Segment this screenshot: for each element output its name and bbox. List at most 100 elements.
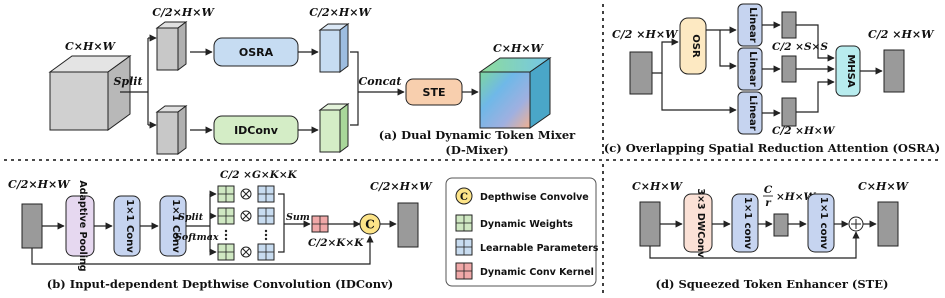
idconv-label: IDConv (234, 124, 279, 137)
multiply-cross (242, 212, 250, 220)
osr-label: OSR (690, 34, 701, 58)
sum-label: Sum (286, 212, 310, 223)
concat-bracket (350, 51, 359, 126)
arrow-to-osr (652, 38, 679, 74)
idconv-output-shape-label: C/2×H×W (370, 180, 433, 193)
learnable-param-grid (257, 185, 275, 203)
ellipsis-dots (224, 229, 268, 241)
dynamic-weight-grid (217, 185, 235, 203)
arrow-to-linear-q (661, 73, 737, 114)
legend-dynamic-weights-swatch (455, 214, 473, 232)
weights-row-2 (217, 207, 275, 225)
osra-output-shape-label: C/2 ×H×W (868, 28, 935, 41)
ste-label: STE (423, 86, 446, 99)
arrow-k-to-mhsa (796, 24, 835, 62)
learnable-param-grid (257, 207, 275, 225)
linear-q-label: Linear (747, 95, 758, 130)
weights-row-1 (217, 185, 275, 203)
input-shape-label: C×H×W (65, 40, 117, 53)
linear-k-label: Linear (747, 7, 758, 42)
ste-conv2-box (807, 193, 835, 253)
kernel-shape-label: C/2×K×K (308, 237, 364, 249)
conv1x1-second-label: 1×1 Conv (170, 199, 181, 253)
weights-row-3 (217, 243, 275, 261)
caption-a-line1: (a) Dual Dynamic Token Mixer (379, 128, 576, 142)
v-tensor (781, 55, 797, 83)
dwconv-box (683, 193, 713, 253)
k-tensor (781, 11, 797, 39)
caption-d: (d) Squeezed Token Enhancer (STE) (656, 277, 889, 291)
idconv-input-shape-label: C/2×H×W (8, 178, 71, 191)
sum-bracket (278, 193, 285, 253)
concat-label: Concat (359, 75, 402, 88)
linear-v-label: Linear (747, 51, 758, 86)
arrow-q-to-mhsa (796, 78, 835, 113)
softmax-label: Softmax (175, 232, 219, 243)
legend-dynamic-kernel-swatch (455, 262, 473, 280)
ste-residual-path (649, 231, 860, 259)
panel-c-osra: C/2 ×H×W OSR Linear Linear Linear C/2 ×S… (604, 3, 940, 155)
idconv-output-tensor (397, 202, 419, 248)
mhsa-label: MHSA (845, 54, 856, 88)
squeezed-tensor (773, 213, 789, 237)
osra-output-shape-label: C/2×H×W (309, 6, 372, 19)
arrow-osr-to-linear-v (719, 30, 737, 70)
ste-output-shape-label: C×H×W (858, 180, 910, 193)
multiply-icon (240, 210, 252, 222)
output-shape-label: C×H×W (493, 42, 545, 55)
legend-convolve-icon (455, 187, 473, 205)
mid-shape-rest: ×H×W (776, 191, 817, 203)
ste-input-shape-label: C×H×W (632, 180, 684, 193)
residual-input-path (31, 235, 374, 265)
panel-a-dmixer: C×H×W Split C/2×H×W OSRA IDConv (48, 6, 576, 157)
dwconv-label: 3×3 DWConv (695, 188, 706, 258)
osra-output-tensor (883, 49, 905, 93)
q-shape-label: C/2 ×H×W (772, 125, 836, 137)
mid-shape-r: r (765, 197, 772, 209)
q-tensor (781, 97, 797, 127)
caption-a-line2: (D-Mixer) (445, 143, 508, 157)
multiply-icon (240, 246, 252, 258)
legend-learnable-params-label: Learnable Parameters (480, 243, 599, 254)
ste-input-tensor (639, 201, 661, 247)
kv-shape-label: C/2 ×S×S (772, 41, 828, 53)
osra-label: OSRA (239, 46, 274, 59)
half-slab-bottom (155, 105, 188, 155)
split-label-b: Split (178, 212, 204, 223)
conv1x1-first-label: 1×1 Conv (124, 199, 135, 253)
panel-d-ste: C×H×W 3×3 DWConv 1×1 conv C r ×H×W 1×1 c… (632, 180, 910, 291)
legend-dynamic-kernel-label: Dynamic Conv Kernel (480, 267, 594, 278)
output-cube (478, 57, 552, 129)
osr-box (679, 17, 707, 75)
multiply-cross (242, 190, 250, 198)
legend-box (445, 177, 597, 287)
group-shape-label: C/2 ×G×K×K (220, 169, 298, 181)
half-slab-top (155, 21, 188, 71)
ste-conv1-label: 1×1 conv (742, 197, 753, 250)
multiply-cross (242, 248, 250, 256)
legend-learnable-params-swatch (455, 238, 473, 256)
ste-output-tensor (877, 201, 899, 247)
legend-convolve-label: Depthwise Convolve (480, 192, 589, 203)
panel-dividers (4, 4, 941, 294)
mid-shape-c: C (764, 184, 773, 196)
adaptive-pool-label: Adaptive Pooling (77, 180, 88, 271)
legend-dynamic-weights-label: Dynamic Weights (480, 219, 573, 230)
dynamic-weight-grid (217, 243, 235, 261)
ste-conv2-label: 1×1 conv (818, 197, 829, 250)
caption-c: (c) Overlapping Spatial Reduction Attent… (604, 141, 940, 155)
input-cube (48, 55, 132, 131)
conv-symbol: C (365, 218, 375, 232)
idconv-input-tensor (21, 203, 43, 249)
dynamic-conv-kernel (311, 215, 329, 233)
caption-b: (b) Input-dependent Depthwise Convolutio… (47, 277, 393, 291)
osra-input-tensor (629, 51, 653, 95)
split-label: Split (113, 75, 142, 88)
multiply-icon (240, 188, 252, 200)
half-top-shape-label: C/2×H×W (152, 6, 215, 19)
add-cross (851, 219, 861, 229)
panel-b-idconv: C/2×H×W Adaptive Pooling 1×1 Conv 1×1 Co… (8, 169, 433, 291)
osra-output-slab (318, 23, 350, 73)
legend-convolve-symbol: C (460, 192, 468, 203)
